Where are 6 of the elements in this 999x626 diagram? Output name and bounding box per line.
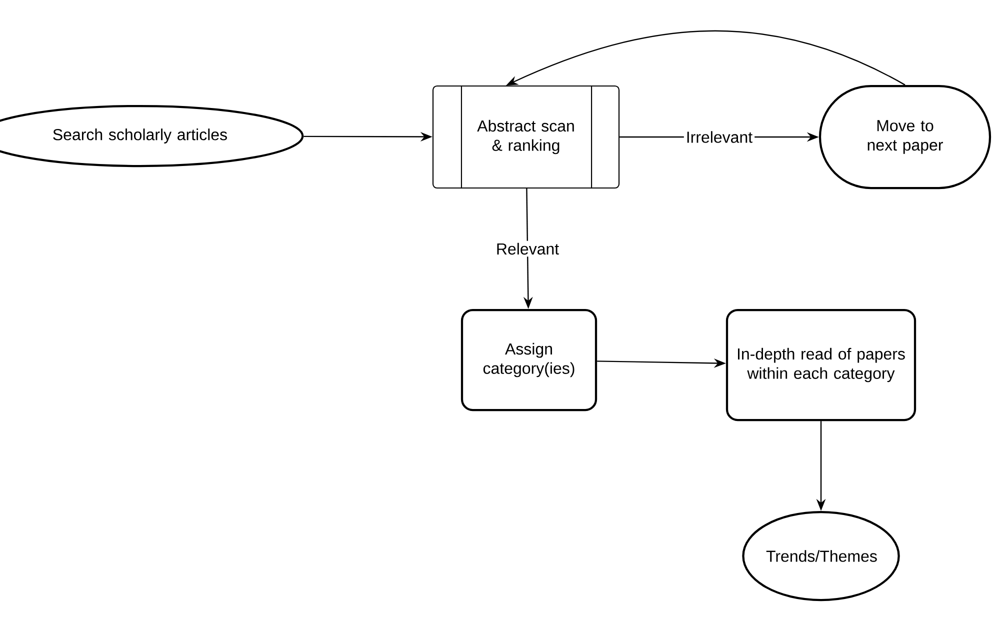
edge-label: Relevant <box>494 240 562 257</box>
process-box: Assign category(ies) <box>460 308 598 412</box>
process-box: In-depth read of papers within each category <box>726 308 916 422</box>
terminal-box: Move to next paper <box>818 84 992 190</box>
edge-label: Irrelevant <box>684 129 755 145</box>
process-box: Abstract scan & ranking <box>432 85 620 189</box>
